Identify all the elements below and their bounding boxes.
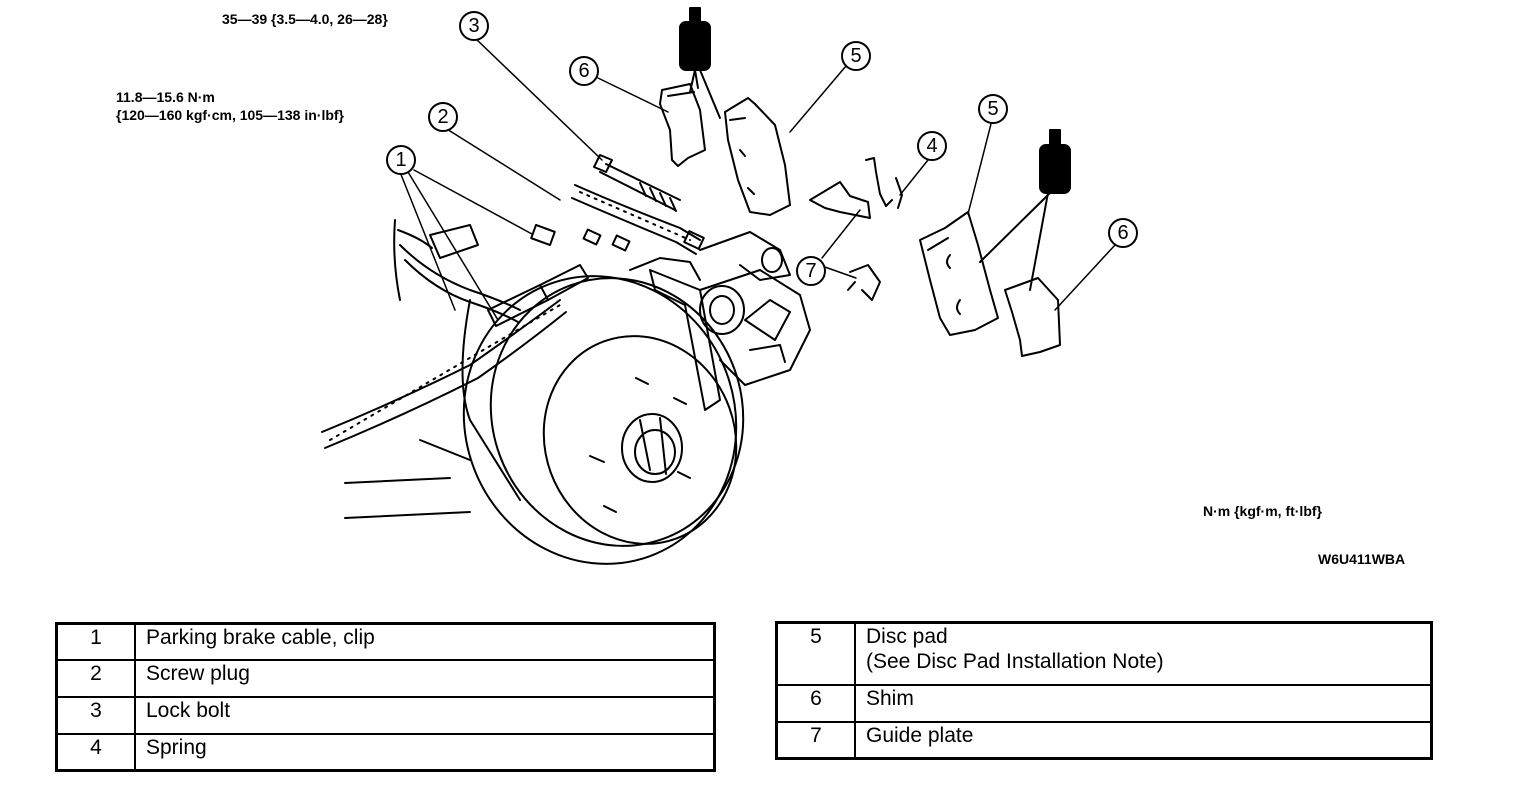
- legend-row: 4 Spring: [55, 732, 716, 772]
- callout-2: 2: [428, 102, 458, 132]
- lock-bolt: [593, 154, 681, 212]
- shim-right: [1004, 277, 1061, 357]
- legend-row: 7 Guide plate: [775, 720, 1433, 760]
- brake-rotor: [462, 275, 745, 565]
- grease-can-right: [979, 129, 1071, 291]
- legend-row: 5 Disc pad (See Disc Pad Installation No…: [775, 621, 1433, 686]
- grease-can-top: [679, 7, 721, 119]
- legend-number: 5: [775, 621, 856, 686]
- legend-part-name: Shim: [854, 683, 1433, 723]
- caliper: [629, 231, 811, 411]
- figure-code: W6U411WBA: [1318, 551, 1406, 567]
- parking-brake-cable: [399, 184, 701, 327]
- callout-1: 1: [386, 145, 416, 175]
- clip-parts: [530, 224, 631, 252]
- disc-pad-right: [919, 211, 999, 336]
- torque-spec-lock-bolt: 35—39 {3.5—4.0, 26—28}: [222, 11, 388, 27]
- grease-can-right-label: GREASE: [1028, 162, 1035, 198]
- callout-5-left: 5: [841, 41, 871, 71]
- legend-part-name: Spring: [134, 732, 716, 772]
- legend-row: 6 Shim: [775, 683, 1433, 723]
- brake-hose: [321, 299, 567, 449]
- legend-part-name: Parking brake cable, clip: [134, 622, 716, 661]
- callout-5-right: 5: [978, 94, 1008, 124]
- legend-number: 7: [775, 720, 856, 760]
- callout-6-left: 6: [569, 56, 599, 86]
- grease-can-top-label: GREASE: [668, 42, 675, 78]
- torque-spec-screw-plug-line2: {120—160 kgf·cm, 105—138 in·lbf}: [116, 107, 344, 123]
- springs: [865, 157, 903, 209]
- legend-table-right: 5 Disc pad (See Disc Pad Installation No…: [775, 621, 1433, 760]
- callout-4: 4: [917, 131, 947, 161]
- legend-row: 2 Screw plug: [55, 658, 716, 698]
- legend-row: 3 Lock bolt: [55, 695, 716, 735]
- legend-number: 4: [55, 732, 136, 772]
- guide-plates: [809, 181, 881, 301]
- callout-7: 7: [796, 256, 826, 286]
- legend-part-name: Disc pad (See Disc Pad Installation Note…: [854, 621, 1433, 686]
- legend-number: 6: [775, 683, 856, 723]
- screw-plug: [683, 230, 705, 250]
- legend-part-name: Guide plate: [854, 720, 1433, 760]
- leader-lines: [399, 37, 1116, 321]
- torque-spec-screw-plug-line1: 11.8—15.6 N·m: [116, 89, 215, 105]
- legend-number: 2: [55, 658, 136, 698]
- callout-3: 3: [459, 11, 489, 41]
- legend-row: 1 Parking brake cable, clip: [55, 622, 716, 661]
- callout-6-right: 6: [1108, 218, 1138, 248]
- legend-number: 1: [55, 622, 136, 661]
- legend-number: 3: [55, 695, 136, 735]
- disc-pad-left: [724, 97, 791, 216]
- legend-part-name: Screw plug: [134, 658, 716, 698]
- legend-part-name: Lock bolt: [134, 695, 716, 735]
- shim-left: [659, 83, 706, 167]
- legend-table-left: 1 Parking brake cable, clip 2 Screw plug…: [55, 622, 716, 772]
- suspension-background: [344, 219, 521, 519]
- torque-units-note: N·m {kgf·m, ft·lbf}: [1203, 503, 1322, 519]
